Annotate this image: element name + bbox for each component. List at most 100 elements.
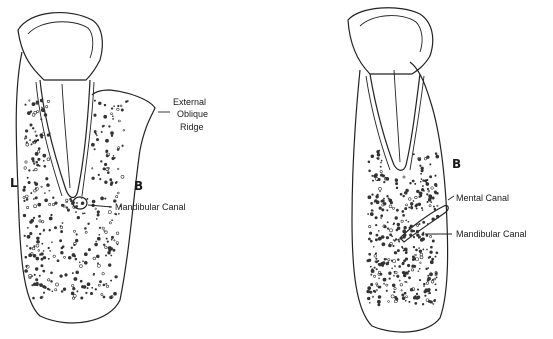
bone-stipple-dot <box>82 213 83 214</box>
bone-stipple-dot <box>368 287 371 290</box>
bone-stipple-dot <box>419 248 420 249</box>
bone-stipple-dot <box>47 100 49 102</box>
label-mental-canal: Mental Canal <box>456 193 509 203</box>
bone-stipple-dot <box>405 204 407 206</box>
bone-stipple-dot <box>41 253 44 256</box>
bone-stipple-dot <box>64 256 66 258</box>
bone-stipple-dot <box>404 292 406 294</box>
bone-stipple-dot <box>430 251 433 254</box>
bone-stipple-dot <box>378 296 381 299</box>
bone-stipple-dot <box>101 293 103 295</box>
bone-stipple-dot <box>39 233 41 235</box>
bone-stipple-dot <box>433 303 434 304</box>
bone-stipple-dot <box>36 257 39 260</box>
bone-stipple-dot <box>370 240 372 242</box>
bone-stipple-dot <box>26 143 29 146</box>
bone-stipple-dot <box>420 173 421 174</box>
bone-stipple-dot <box>85 231 87 233</box>
bone-stipple-dot <box>30 124 32 126</box>
bone-stipple-dot <box>415 249 417 251</box>
bone-stipple-dot <box>92 287 93 288</box>
bone-stipple-dot <box>99 234 100 235</box>
bone-stipple-dot <box>417 289 418 290</box>
bone-stipple-dot <box>380 273 382 275</box>
bone-stipple-dot <box>35 197 37 199</box>
bone-stipple-dot <box>37 139 39 141</box>
bone-stipple-dot <box>34 140 37 143</box>
bone-stipple-dot <box>39 165 40 166</box>
bone-stipple-dot <box>401 220 403 222</box>
right-section: B Mental Canal Mandibular Canal <box>348 8 527 332</box>
bone-stipple-dot <box>26 198 28 200</box>
bone-stipple-dot <box>106 238 107 239</box>
bone-stipple-dot <box>107 241 109 243</box>
bone-stipple-dot <box>410 225 413 228</box>
bone-stipple-dot <box>402 294 404 296</box>
bone-stipple-dot <box>97 214 99 216</box>
bone-stipple-dot <box>106 283 107 284</box>
bone-stipple-dot <box>81 203 83 205</box>
bone-stipple-dot <box>387 228 389 230</box>
bone-stipple-dot <box>424 158 426 160</box>
bone-stipple-dot <box>24 186 26 188</box>
bone-stipple-dot <box>422 210 423 211</box>
bone-stipple-dot <box>431 201 432 202</box>
bone-stipple-dot <box>25 270 28 273</box>
bone-stipple-dot <box>406 220 407 221</box>
bone-stipple-dot <box>104 104 106 106</box>
bone-stipple-dot <box>61 251 64 254</box>
bone-stipple-dot <box>370 266 371 267</box>
bone-stipple-dot <box>76 205 78 207</box>
bone-stipple-dot <box>435 175 436 176</box>
bone-stipple-dot <box>371 270 374 273</box>
bone-stipple-dot <box>432 258 434 260</box>
bone-stipple-dot <box>43 230 45 232</box>
bone-stipple-dot <box>419 192 422 195</box>
bone-stipple-dot <box>379 207 382 210</box>
bone-stipple-dot <box>71 247 73 249</box>
bone-stipple-dot <box>51 214 53 216</box>
bone-stipple-dot <box>413 230 415 232</box>
bone-stipple-dot <box>384 283 385 284</box>
bone-stipple-dot <box>82 261 83 262</box>
bone-stipple-dot <box>394 291 396 293</box>
bone-stipple-dot <box>404 248 407 251</box>
bone-stipple-dot <box>113 155 114 156</box>
bone-stipple-dot <box>436 252 438 254</box>
bone-stipple-dot <box>393 239 394 240</box>
bone-stipple-dot <box>431 187 434 190</box>
bone-stipple-dot <box>368 238 370 240</box>
bone-stipple-dot <box>33 163 35 165</box>
bone-stipple-dot <box>403 274 406 277</box>
bone-stipple-dot <box>379 286 381 288</box>
bone-stipple-dot <box>386 259 387 260</box>
bone-stipple-dot <box>408 277 410 279</box>
bone-stipple-dot <box>375 224 377 226</box>
bone-stipple-dot <box>419 223 420 224</box>
bone-stipple-dot <box>376 258 377 259</box>
bone-stipple-dot <box>24 167 27 170</box>
bone-stipple-dot <box>95 208 97 210</box>
bone-stipple-dot <box>395 217 398 220</box>
bone-stipple-dot <box>414 265 416 267</box>
bone-stipple-dot <box>378 230 379 231</box>
bone-stipple-dot <box>389 205 392 208</box>
bone-stipple-dot <box>32 127 34 129</box>
bone-stipple-dot <box>110 296 113 299</box>
bone-stipple-dot <box>396 187 398 189</box>
bone-stipple-dot <box>109 126 111 128</box>
bone-stipple-dot <box>114 240 115 241</box>
bone-stipple-dot <box>41 265 43 267</box>
bone-stipple-dot <box>409 198 412 201</box>
bone-stipple-dot <box>48 258 49 259</box>
bone-stipple-dot <box>405 300 406 301</box>
bone-stipple-dot <box>376 234 378 236</box>
bone-stipple-dot <box>92 168 93 169</box>
bone-stipple-dot <box>52 291 53 292</box>
bone-stipple-dot <box>87 287 88 288</box>
bone-stipple-dot <box>96 138 98 140</box>
bone-stipple-dot <box>36 240 39 243</box>
label-right-mandibular-canal: Mandibular Canal <box>456 229 527 239</box>
bone-stipple-dot <box>43 292 45 294</box>
bone-stipple-dot <box>105 231 108 234</box>
